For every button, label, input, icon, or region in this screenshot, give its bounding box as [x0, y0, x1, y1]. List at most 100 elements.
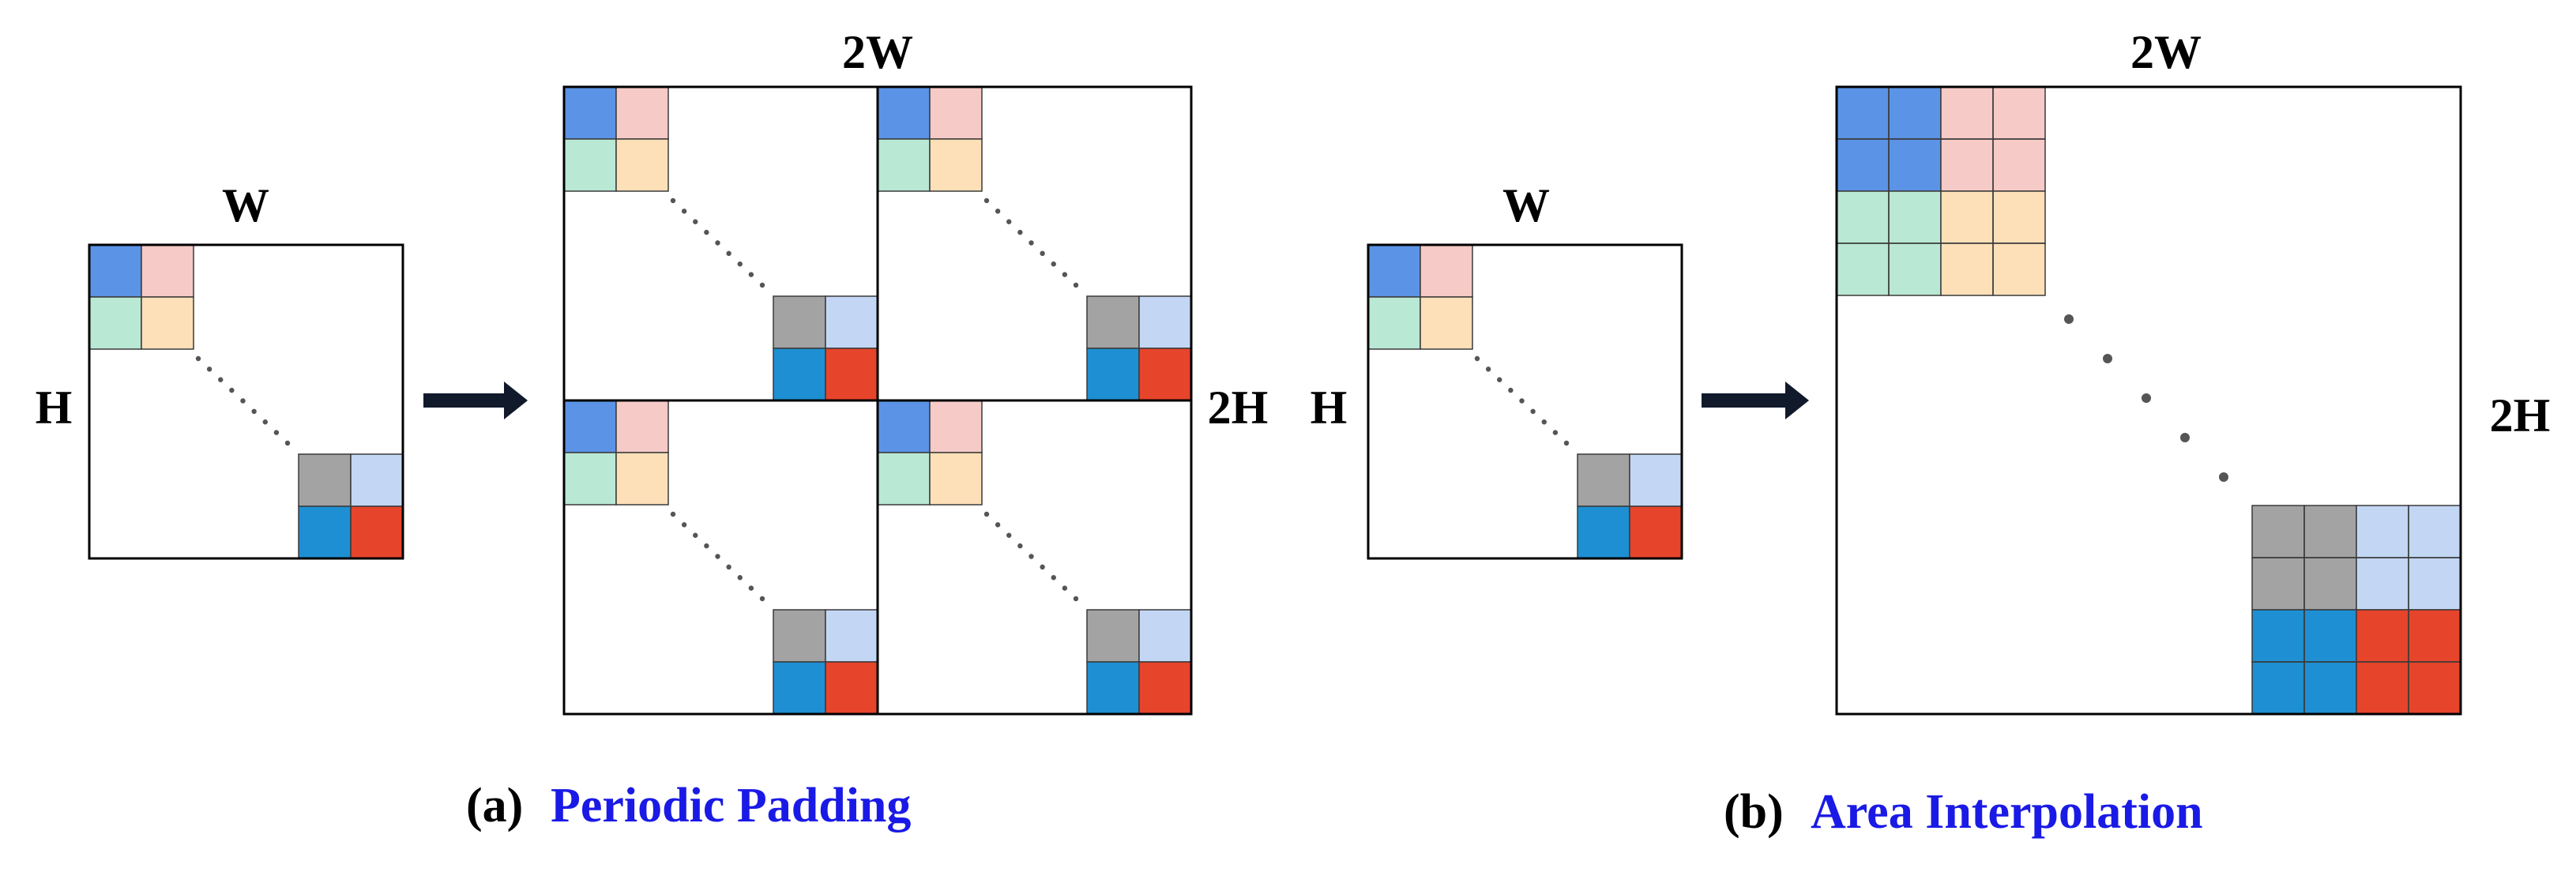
- bottom-right-block-cell-red: [1139, 348, 1191, 400]
- ellipsis-dot: [995, 209, 1001, 214]
- ellipsis-dot: [2180, 433, 2190, 442]
- ellipsis-dot: [759, 596, 765, 602]
- ellipsis-dot: [240, 398, 246, 404]
- ellipsis-dot: [2219, 472, 2228, 482]
- ellipsis-dot: [1530, 408, 1536, 415]
- top-left-block-cell-green: [1368, 297, 1420, 349]
- top-left-block-cell-blue: [564, 87, 616, 139]
- bottom-right-block-cell-deepblue: [1578, 506, 1630, 558]
- panel-b-output-grid: [1835, 85, 2462, 716]
- bottom-right-block-cell-red: [825, 662, 878, 714]
- panel-b-input-grid: [1367, 243, 1683, 560]
- top-left-block-cell-green: [89, 297, 141, 349]
- ellipsis-dot: [1062, 585, 1068, 591]
- ellipsis-dot: [284, 440, 291, 446]
- ellipsis-dot: [693, 532, 698, 538]
- bottom-right-block-cell-lightblue: [825, 610, 878, 662]
- panel-a: W H 2W 2H (a) Periodic Padding: [36, 26, 1269, 833]
- panel-a-input-width-label: W: [222, 179, 269, 231]
- ellipsis-dot: [1073, 282, 1079, 288]
- bottom-right-block-cell-lightblue: [1630, 454, 1682, 506]
- panel-a-output-tile-bottom-right: [876, 399, 1193, 716]
- ellipsis-dot: [715, 240, 720, 246]
- bottom-right-block-cell-deepblue: [1087, 348, 1139, 400]
- bottom-right-block-cell-deepblue: [1087, 662, 1139, 714]
- ellipsis-dot: [726, 564, 731, 570]
- panel-a-input-grid: [88, 243, 404, 560]
- top-left-block-subcell: [615, 138, 669, 192]
- ellipsis-dot: [1006, 532, 1012, 538]
- top-left-block-subcell: [929, 452, 983, 506]
- bottom-right-block-cell-gray: [773, 296, 825, 348]
- panel-b-output-width-label: 2W: [2130, 26, 2202, 78]
- grid-frame: [876, 399, 1193, 716]
- top-left-block-cell-pink: [616, 400, 668, 453]
- ellipsis-dot: [726, 250, 731, 257]
- ellipsis-dot: [737, 575, 743, 581]
- top-left-block-cell-pink: [141, 245, 194, 297]
- panel-b-caption-title: Area Interpolation: [1811, 785, 2203, 839]
- panel-a-input-height-label: H: [36, 382, 73, 434]
- ellipsis-dot: [759, 282, 765, 288]
- top-left-block-cell-pink: [1420, 245, 1472, 297]
- panel-a-caption-letter: (a): [466, 779, 523, 833]
- ellipsis-dot: [670, 511, 676, 517]
- grid-frame: [1367, 243, 1683, 560]
- top-left-block-cell-blue: [878, 87, 930, 139]
- ellipsis-dot: [2142, 393, 2151, 403]
- top-left-block-cell-peach: [930, 453, 982, 505]
- ellipsis-dot: [195, 355, 201, 362]
- panel-b-input-height-label: H: [1311, 382, 1348, 434]
- top-left-block-cell-peach: [616, 139, 668, 191]
- bottom-right-block-cell-red: [1139, 662, 1191, 714]
- panel-a-output-frame: [562, 85, 1193, 716]
- bottom-right-block-cell-deepblue: [773, 348, 825, 400]
- bottom-right-block-cell-gray: [1087, 296, 1139, 348]
- top-left-block-cell-blue: [1368, 245, 1420, 297]
- top-left-block-cell-green: [878, 139, 930, 191]
- bottom-right-block-cell-deepblue: [299, 506, 351, 558]
- ellipsis-dot: [737, 261, 743, 267]
- top-left-block-cell-green: [878, 453, 930, 505]
- ellipsis-dot: [206, 366, 212, 372]
- top-left-block-cell-peach: [616, 453, 668, 505]
- bottom-right-block-cell-deepblue: [773, 662, 825, 714]
- bottom-right-block-cell-gray: [773, 610, 825, 662]
- ellipsis-dot: [983, 511, 990, 517]
- top-left-block-cell-green: [564, 139, 616, 191]
- panel-b-caption: (b) Area Interpolation: [1724, 785, 2203, 839]
- top-left-block-subcell: [929, 138, 983, 192]
- panel-a-output-height-label: 2H: [1208, 382, 1269, 434]
- ellipsis-dot: [1474, 355, 1480, 362]
- ellipsis-dot: [715, 554, 720, 559]
- ellipsis-dot: [983, 197, 990, 204]
- top-left-block-cell-peach: [930, 139, 982, 191]
- bottom-right-block-cell-gray: [1087, 610, 1139, 662]
- ellipsis-dot: [1051, 261, 1056, 267]
- top-left-block-cell-pink: [930, 87, 982, 139]
- arrow-head: [504, 382, 528, 419]
- top-left-block-cell-peach: [141, 297, 194, 349]
- bottom-right-block-cell-lightblue: [1139, 610, 1191, 662]
- arrow-head: [1785, 382, 1809, 419]
- ellipsis-dot: [229, 387, 235, 393]
- ellipsis-dot: [1051, 575, 1056, 581]
- top-left-block-cell-blue: [564, 400, 616, 453]
- bottom-right-block-cell-red: [1630, 506, 1682, 558]
- ellipsis-dot: [681, 522, 687, 528]
- top-left-block-subcell: [1420, 296, 1473, 350]
- ellipsis-dot: [1519, 398, 1525, 404]
- ellipsis-dot: [748, 272, 754, 277]
- arrow-shaft: [423, 393, 507, 408]
- ellipsis-dot: [1062, 272, 1068, 277]
- top-left-block-cell-blue: [89, 245, 141, 297]
- ellipsis-dot: [262, 419, 268, 425]
- bottom-right-block-cell-lightblue: [1139, 296, 1191, 348]
- top-left-block-cell-green: [564, 453, 616, 505]
- ellipsis-dot: [995, 522, 1001, 528]
- top-left-block-cell-peach: [1420, 297, 1472, 349]
- panel-a-output-width-label: 2W: [842, 26, 913, 78]
- bottom-right-block-cell-lightblue: [351, 454, 403, 506]
- ellipsis-dot: [681, 209, 687, 214]
